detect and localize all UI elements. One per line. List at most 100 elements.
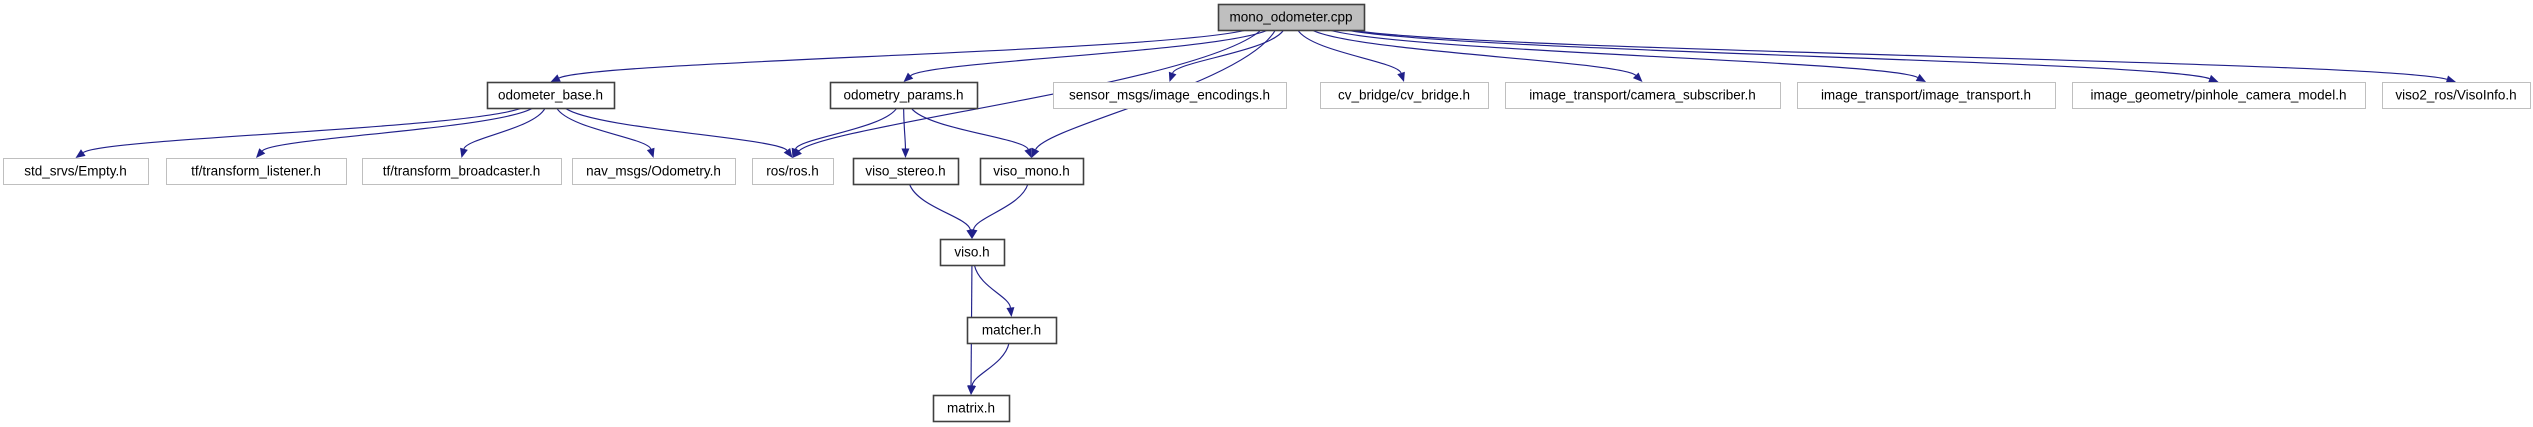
include-edge: [1346, 29, 2210, 80]
include-edge: [908, 183, 971, 230]
graph-node-image-encodings[interactable]: sensor_msgs/image_encodings.h: [1053, 82, 1287, 109]
node-box[interactable]: [1797, 82, 2056, 109]
edge-arrowhead: [783, 147, 793, 158]
node-box[interactable]: [829, 81, 979, 110]
node-label: ros/ros.h: [766, 164, 819, 179]
node-label: odometry_params.h: [843, 88, 963, 103]
edge-arrowhead: [903, 72, 914, 82]
include-edge: [794, 107, 898, 150]
include-edge: [910, 107, 1029, 150]
node-box[interactable]: [362, 158, 562, 185]
graph-node-cv-bridge[interactable]: cv_bridge/cv_bridge.h: [1320, 82, 1489, 109]
include-edge: [798, 29, 1262, 152]
graph-node-matrix-h[interactable]: matrix.h: [932, 394, 1011, 423]
graph-node-mono-odometer-cpp[interactable]: mono_odometer.cpp: [1217, 3, 1366, 32]
node-label: image_transport/image_transport.h: [1821, 88, 2031, 103]
include-edge: [82, 107, 523, 154]
edge-arrowhead: [1024, 147, 1032, 158]
include-edge: [564, 107, 788, 151]
node-label: std_srvs/Empty.h: [24, 164, 127, 179]
include-edge: [971, 342, 1010, 386]
include-edge: [261, 107, 534, 152]
node-label: viso2_ros/VisoInfo.h: [2395, 88, 2516, 103]
edge-arrowhead: [460, 147, 468, 158]
edges-layer: [75, 29, 2456, 395]
include-edge: [973, 264, 1011, 308]
edge-arrowhead: [968, 385, 977, 395]
graph-node-matcher-h[interactable]: matcher.h: [966, 316, 1058, 345]
graph-node-viso-mono[interactable]: viso_mono.h: [979, 157, 1085, 186]
edge-arrowhead: [791, 147, 800, 158]
graph-node-ros-ros[interactable]: ros/ros.h: [752, 158, 834, 185]
nodes-layer: mono_odometer.cpp odometer_base.h odometry…: [3, 3, 2531, 423]
node-box[interactable]: [1217, 3, 1366, 32]
graph-node-image-transport[interactable]: image_transport/image_transport.h: [1797, 82, 2056, 109]
graph-node-odometer-base[interactable]: odometer_base.h: [486, 81, 616, 110]
graph-node-nav-msgs-odom[interactable]: nav_msgs/Odometry.h: [572, 158, 736, 185]
edge-arrowhead: [1632, 72, 1643, 82]
edge-arrowhead: [75, 149, 86, 158]
node-label: odometer_base.h: [498, 88, 603, 103]
node-label: viso.h: [954, 245, 989, 260]
node-label: sensor_msgs/image_encodings.h: [1069, 88, 1270, 103]
include-edge: [556, 107, 652, 150]
node-box[interactable]: [966, 316, 1058, 345]
node-box[interactable]: [572, 158, 736, 185]
include-edge: [910, 29, 1268, 77]
graph-node-tf-broadcaster[interactable]: tf/transform_broadcaster.h: [362, 158, 562, 185]
node-box[interactable]: [166, 158, 347, 185]
edge-arrowhead: [1168, 71, 1177, 82]
node-box[interactable]: [939, 238, 1006, 267]
edge-arrowhead: [2445, 75, 2456, 84]
node-box[interactable]: [1505, 82, 1781, 109]
graph-node-std-srvs-empty[interactable]: std_srvs/Empty.h: [3, 158, 149, 185]
edge-arrowhead: [901, 148, 910, 158]
node-box[interactable]: [2382, 82, 2531, 109]
edge-arrowhead: [1915, 73, 1926, 82]
node-box[interactable]: [932, 394, 1011, 423]
edge-arrowhead: [969, 228, 978, 239]
node-label: tf/transform_broadcaster.h: [383, 164, 541, 179]
include-edge: [1348, 29, 2448, 80]
include-edge: [1311, 29, 1637, 76]
node-label: matrix.h: [947, 401, 995, 416]
node-box[interactable]: [2072, 82, 2366, 109]
graph-node-viso-info[interactable]: viso2_ros/VisoInfo.h: [2382, 82, 2531, 109]
node-label: nav_msgs/Odometry.h: [586, 164, 721, 179]
node-box[interactable]: [486, 81, 616, 110]
include-edge: [1328, 29, 1918, 78]
node-box[interactable]: [979, 157, 1085, 186]
node-box[interactable]: [752, 158, 834, 185]
node-label: image_transport/camera_subscriber.h: [1529, 88, 1756, 103]
edge-arrowhead: [1397, 71, 1405, 82]
include-edge: [972, 183, 1029, 230]
node-box[interactable]: [852, 157, 960, 186]
edge-arrowhead: [2208, 74, 2219, 83]
graph-node-camera-subscriber[interactable]: image_transport/camera_subscriber.h: [1505, 82, 1781, 109]
node-label: tf/transform_listener.h: [191, 164, 321, 179]
include-edge: [463, 107, 546, 150]
graph-node-viso-stereo[interactable]: viso_stereo.h: [852, 157, 960, 186]
node-label: viso_mono.h: [993, 164, 1070, 179]
node-label: matcher.h: [982, 323, 1041, 338]
edge-arrowhead: [1031, 147, 1040, 158]
graph-node-odometry-params[interactable]: odometry_params.h: [829, 81, 979, 110]
graph-node-pinhole-camera[interactable]: image_geometry/pinhole_camera_model.h: [2072, 82, 2366, 109]
edge-arrowhead: [1006, 307, 1015, 317]
node-label: image_geometry/pinhole_camera_model.h: [2091, 88, 2347, 103]
graph-node-viso-h[interactable]: viso.h: [939, 238, 1006, 267]
edge-arrowhead: [256, 148, 266, 158]
node-label: mono_odometer.cpp: [1229, 10, 1352, 25]
node-box[interactable]: [1053, 82, 1287, 109]
edge-arrowhead: [550, 74, 561, 82]
include-edge: [1172, 29, 1285, 74]
node-box[interactable]: [3, 158, 149, 185]
graph-node-tf-listener[interactable]: tf/transform_listener.h: [166, 158, 347, 185]
include-edge: [1297, 29, 1402, 74]
include-edge: [558, 29, 1247, 79]
node-box[interactable]: [1320, 82, 1489, 109]
include-edge: [903, 107, 907, 149]
node-label: viso_stereo.h: [865, 164, 945, 179]
